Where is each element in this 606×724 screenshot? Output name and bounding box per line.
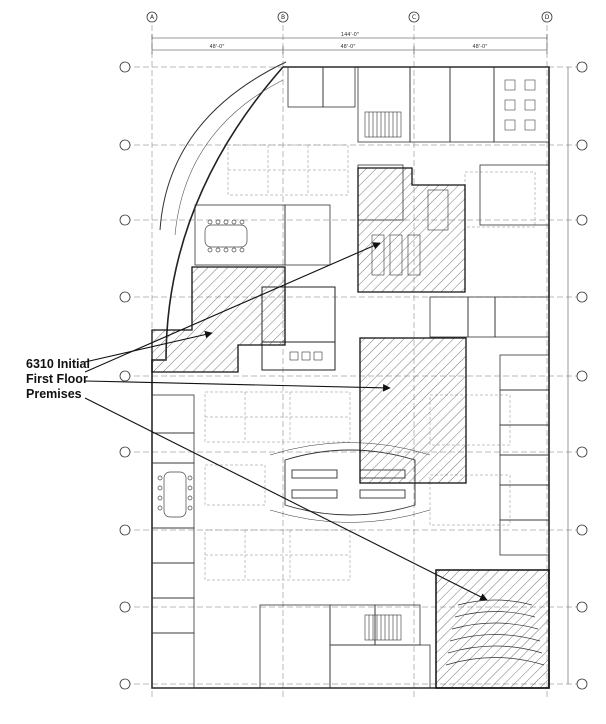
conference-table-lower — [157, 471, 193, 518]
callout-line-2: First Floor — [26, 372, 88, 386]
stair-lower — [364, 614, 402, 641]
dimension-bay-3: 48'-0" — [472, 44, 487, 50]
grid-column-bubbles: A B C D — [146, 11, 553, 23]
callout-line-3: Premises — [26, 387, 82, 401]
auditorium-seating — [445, 599, 545, 666]
leader-arrow-auditorium — [84, 397, 488, 601]
ceiling-grid — [204, 144, 536, 581]
curved-facade-inner — [174, 79, 284, 236]
cafe-tables — [504, 79, 536, 131]
premises-area-upper-core — [357, 167, 466, 293]
perimeter-offices — [151, 66, 550, 689]
dimension-overall: 144'-0" — [341, 32, 359, 38]
conference-table-upper — [204, 219, 248, 253]
dimension-strings — [151, 34, 569, 684]
grid-bubble-a-label: A — [150, 14, 155, 21]
curved-facade — [159, 61, 287, 231]
restroom-fixtures — [289, 189, 449, 361]
premises-area-left — [151, 266, 286, 373]
grid-bubble-d-label: D — [545, 14, 550, 21]
leader-arrow-center — [84, 380, 391, 392]
premises-callout-label: 6310 Initial First Floor Premises — [26, 357, 90, 402]
leader-arrow-left-premises — [84, 330, 213, 363]
premises-area-auditorium — [435, 569, 550, 689]
grid-bubble-b-label: B — [281, 14, 285, 21]
callout-line-1: 6310 Initial — [26, 357, 90, 371]
dimension-bay-1: 48'-0" — [209, 44, 224, 50]
grid-bubble-d: D — [541, 11, 553, 23]
grid-bubble-c-label: C — [412, 14, 416, 21]
callout-leaders — [84, 242, 488, 601]
grid-bubble-c: C — [408, 11, 420, 23]
premises-area-center — [359, 337, 467, 484]
stair-upper — [364, 111, 402, 138]
grid-row-bubbles — [119, 61, 588, 690]
leader-arrow-upper-core — [84, 242, 381, 373]
grid-bubble-a: A — [146, 11, 158, 23]
grid-bubble-b: B — [277, 11, 289, 23]
dimension-bay-2: 48'-0" — [340, 44, 355, 50]
